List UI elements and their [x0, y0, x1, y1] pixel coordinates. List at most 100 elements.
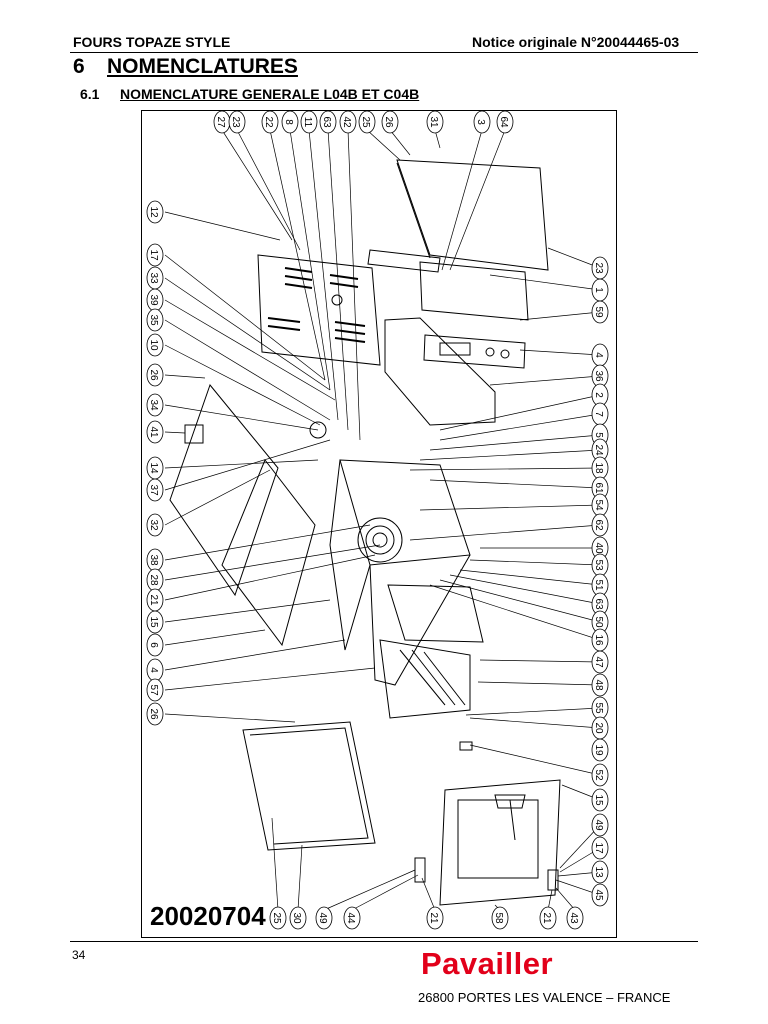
svg-text:26: 26 [383, 116, 394, 128]
svg-text:38: 38 [148, 554, 159, 566]
callout-right-23: 20 [591, 716, 609, 740]
callout-right-4: 4 [591, 343, 609, 367]
svg-text:61: 61 [593, 482, 604, 494]
callout-bottom-3: 49 [315, 906, 333, 930]
svg-text:28: 28 [148, 574, 159, 586]
svg-text:43: 43 [568, 912, 579, 924]
callout-right-20: 47 [591, 650, 609, 674]
svg-text:53: 53 [593, 559, 604, 571]
svg-text:1: 1 [593, 287, 604, 293]
svg-text:26: 26 [148, 708, 159, 720]
callout-right-24: 19 [591, 738, 609, 762]
svg-text:37: 37 [148, 484, 159, 496]
callout-left-8: 34 [146, 393, 164, 417]
svg-text:6: 6 [148, 642, 159, 648]
svg-text:55: 55 [593, 702, 604, 714]
svg-text:49: 49 [593, 819, 604, 831]
callout-bottom-4: 44 [343, 906, 361, 930]
svg-text:45: 45 [593, 889, 604, 901]
callout-top-10: 31 [426, 110, 444, 134]
callout-top-12: 64 [496, 110, 514, 134]
callout-left-11: 37 [146, 478, 164, 502]
callout-right-28: 17 [591, 836, 609, 860]
svg-text:19: 19 [593, 744, 604, 756]
svg-text:63: 63 [321, 116, 332, 128]
callout-right-22: 55 [591, 696, 609, 720]
callout-right-9: 24 [591, 438, 609, 462]
callout-left-5: 35 [146, 308, 164, 332]
svg-text:42: 42 [341, 116, 352, 128]
svg-text:21: 21 [148, 594, 159, 606]
svg-text:4: 4 [148, 667, 159, 673]
callout-right-10: 18 [591, 456, 609, 480]
callout-top-6: 63 [319, 110, 337, 134]
callout-bottom-2: 30 [289, 906, 307, 930]
brand-logo: Pavailler [421, 946, 554, 981]
callout-right-7: 7 [591, 402, 609, 426]
motor [184, 424, 204, 444]
svg-text:31: 31 [428, 116, 439, 128]
subsection-number: 6.1 [80, 86, 100, 102]
svg-text:11: 11 [302, 117, 313, 128]
callout-right-19: 16 [591, 628, 609, 652]
callout-left-3: 33 [146, 266, 164, 290]
page-number: 34 [72, 948, 86, 962]
callout-left-6: 10 [146, 333, 164, 357]
svg-text:35: 35 [148, 314, 159, 326]
callout-left-7: 26 [146, 363, 164, 387]
callout-bottom-1: 25 [269, 906, 287, 930]
callout-left-19: 57 [146, 678, 164, 702]
svg-text:26: 26 [148, 369, 159, 381]
fan-coil [357, 517, 403, 563]
callout-left-18: 4 [146, 658, 164, 682]
callout-right-1: 23 [591, 256, 609, 280]
callout-top-5: 11 [300, 110, 318, 134]
drawing-number: 20020704 [150, 901, 266, 931]
glass-door [439, 779, 561, 906]
svg-text:57: 57 [148, 684, 159, 696]
callout-left-9: 41 [146, 420, 164, 444]
svg-text:27: 27 [215, 116, 226, 128]
svg-text:5: 5 [593, 432, 604, 438]
svg-text:20: 20 [593, 722, 604, 734]
callout-right-29: 13 [591, 860, 609, 884]
svg-text:13: 13 [593, 866, 604, 878]
hinge-left [414, 857, 426, 883]
callout-right-16: 51 [591, 573, 609, 597]
svg-text:64: 64 [498, 116, 509, 128]
left-side-panel [169, 383, 279, 597]
callout-left-12: 32 [146, 513, 164, 537]
callout-top-7: 42 [339, 110, 357, 134]
svg-text:36: 36 [593, 370, 604, 382]
callout-left-15: 21 [146, 588, 164, 612]
svg-text:58: 58 [493, 912, 504, 924]
svg-text:3: 3 [475, 119, 486, 125]
svg-text:32: 32 [148, 519, 159, 531]
callout-top-9: 26 [381, 110, 399, 134]
svg-text:21: 21 [541, 912, 552, 924]
callout-left-14: 28 [146, 568, 164, 592]
header-product: FOURS TOPAZE STYLE [73, 34, 231, 50]
header-rule [70, 52, 698, 53]
company-address: 26800 PORTES LES VALENCE – FRANCE [418, 990, 671, 1005]
svg-text:17: 17 [593, 842, 604, 854]
hinge-right [547, 869, 559, 891]
svg-text:7: 7 [593, 411, 604, 417]
callout-left-2: 17 [146, 243, 164, 267]
svg-text:34: 34 [148, 399, 159, 411]
svg-text:16: 16 [593, 634, 604, 646]
svg-text:17: 17 [148, 249, 159, 261]
callout-right-14: 40 [591, 536, 609, 560]
svg-text:18: 18 [593, 462, 604, 474]
svg-text:40: 40 [593, 542, 604, 554]
svg-text:39: 39 [148, 294, 159, 306]
svg-text:63: 63 [593, 598, 604, 610]
callout-bottom-8: 43 [566, 906, 584, 930]
callout-left-1: 12 [146, 200, 164, 224]
right-side-panel [384, 317, 496, 426]
callout-bottom-7: 21 [539, 906, 557, 930]
svg-text:10: 10 [148, 339, 159, 351]
section-number: 6 [73, 55, 85, 78]
svg-text:41: 41 [148, 426, 159, 438]
callout-top-8: 25 [358, 110, 376, 134]
